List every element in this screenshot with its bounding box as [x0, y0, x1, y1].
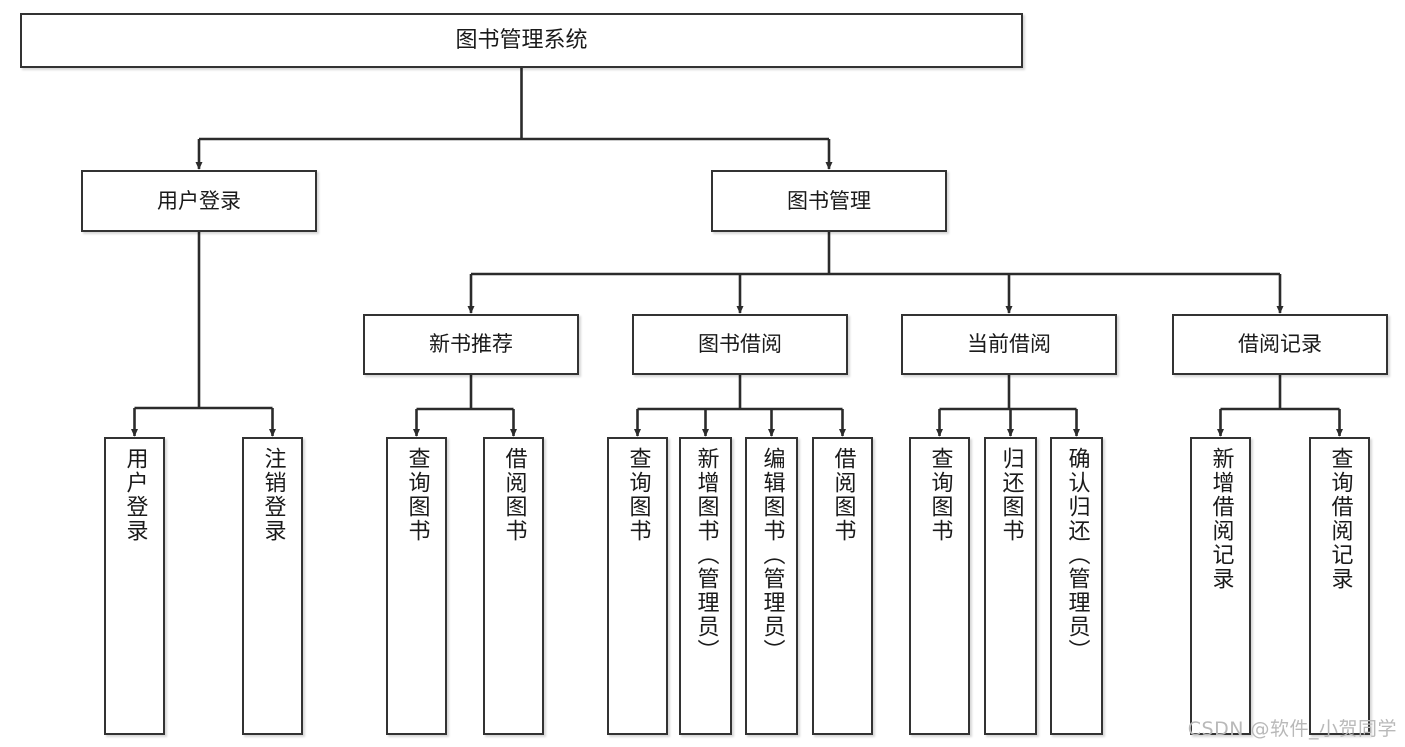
node-label: 用户登录 — [157, 188, 241, 213]
node-label: 借阅图书 — [830, 447, 856, 543]
node-label: 图书管理系统 — [455, 27, 588, 53]
node-label: 新增借阅记录 — [1208, 447, 1234, 591]
node-label: 查询图书 — [404, 447, 430, 543]
node-borrow[interactable]: 图书借阅 — [632, 314, 848, 375]
node-label: 确认归还（管理员） — [1064, 447, 1090, 663]
node-bookmgmt[interactable]: 图书管理 — [711, 170, 947, 232]
node-label: 图书借阅 — [698, 332, 782, 357]
node-l-userlogin[interactable]: 用户登录 — [104, 437, 165, 735]
node-label: 用户登录 — [122, 447, 148, 543]
node-label: 查询图书 — [625, 447, 651, 543]
node-label: 注销登录 — [260, 447, 286, 543]
node-r-add[interactable]: 新增借阅记录 — [1190, 437, 1251, 735]
node-label: 借阅记录 — [1238, 332, 1322, 357]
node-root[interactable]: 图书管理系统 — [20, 13, 1023, 68]
node-label: 归还图书 — [998, 447, 1024, 543]
node-c-confirm[interactable]: 确认归还（管理员） — [1050, 437, 1103, 735]
node-b-query[interactable]: 查询图书 — [607, 437, 668, 735]
node-l-logout[interactable]: 注销登录 — [242, 437, 303, 735]
node-c-return[interactable]: 归还图书 — [984, 437, 1037, 735]
node-b-borrow[interactable]: 借阅图书 — [812, 437, 873, 735]
node-label: 新书推荐 — [429, 332, 513, 357]
node-n-borrow[interactable]: 借阅图书 — [483, 437, 544, 735]
node-login[interactable]: 用户登录 — [81, 170, 317, 232]
node-label: 查询图书 — [927, 447, 953, 543]
node-label: 图书管理 — [787, 188, 871, 213]
node-current[interactable]: 当前借阅 — [901, 314, 1117, 375]
node-b-edit[interactable]: 编辑图书（管理员） — [745, 437, 798, 735]
edge-group — [130, 68, 1344, 437]
node-c-query[interactable]: 查询图书 — [909, 437, 970, 735]
node-r-query[interactable]: 查询借阅记录 — [1309, 437, 1370, 735]
node-label: 编辑图书（管理员） — [759, 447, 785, 663]
node-records[interactable]: 借阅记录 — [1172, 314, 1388, 375]
node-b-add[interactable]: 新增图书（管理员） — [679, 437, 732, 735]
node-label: 当前借阅 — [967, 332, 1051, 357]
node-n-query[interactable]: 查询图书 — [386, 437, 447, 735]
node-label: 新增图书（管理员） — [693, 447, 719, 663]
node-label: 查询借阅记录 — [1327, 447, 1353, 591]
node-label: 借阅图书 — [501, 447, 527, 543]
watermark-text: CSDN @软件_小贺同学 — [1187, 718, 1397, 740]
node-newbook[interactable]: 新书推荐 — [363, 314, 579, 375]
